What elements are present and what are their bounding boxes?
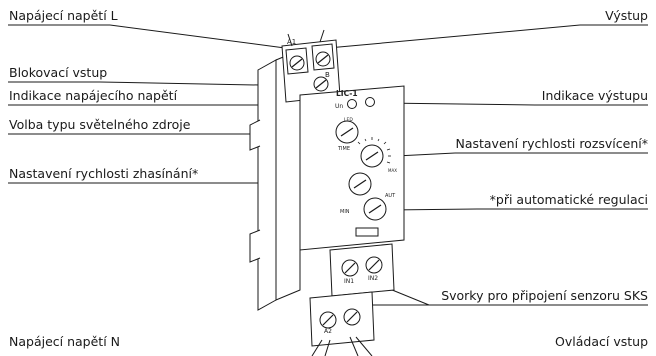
label-sks-terminals: Svorky pro připojení senzoru SKS [441, 288, 648, 303]
aut-text: AUT [385, 193, 396, 199]
led-supply-indicator [347, 99, 357, 109]
led-output-indicator [365, 97, 375, 107]
terminal-in1-text: IN1 [344, 278, 354, 285]
terminal-in2-text: IN2 [368, 275, 378, 282]
terminal-a2-text: A2 [324, 328, 332, 335]
label-block-input: Blokovací vstup [9, 65, 108, 80]
label-light-source-type: Volba typu světelného zdroje [9, 117, 191, 132]
min-text: MIN [340, 209, 350, 215]
din-rail-side [257, 59, 277, 311]
label-extinguish-speed: Nastavení rychlosti zhasínání* [9, 166, 199, 181]
leader-ignition-speed [395, 152, 456, 157]
bottom-terminal-block [309, 291, 375, 347]
un-text: Un [335, 103, 343, 110]
terminal-a1-text: A1 [287, 38, 296, 46]
label-supply-l: Napájecí napětí L [9, 8, 118, 23]
led-text: LED [344, 117, 353, 123]
label-auto-regulation-note: *při automatické regulaci [489, 192, 648, 207]
label-supply-indication: Indikace napájecího napětí [9, 88, 178, 103]
leader-supply-l [109, 24, 286, 49]
label-control-input: Ovládací vstup [555, 334, 648, 349]
label-output-indication: Indikace výstupu [541, 88, 648, 103]
din-clip-upper [249, 119, 261, 151]
label-output: Výstup [605, 8, 648, 23]
max-text: MAX [388, 168, 397, 173]
din-clip-lower [249, 229, 261, 263]
label-ignition-speed: Nastavení rychlosti rozsvícení* [455, 136, 648, 151]
wires [287, 29, 373, 356]
time-text: TIME [337, 146, 350, 152]
sks-terminal-block [329, 243, 395, 297]
terminal-b-text: B [325, 71, 330, 79]
ignition-scale-ticks [357, 137, 391, 164]
leader-output [327, 24, 581, 49]
model-text: LIC-1 [336, 89, 358, 98]
label-supply-n: Napájecí napětí N [9, 334, 120, 349]
product-badge [355, 227, 379, 237]
